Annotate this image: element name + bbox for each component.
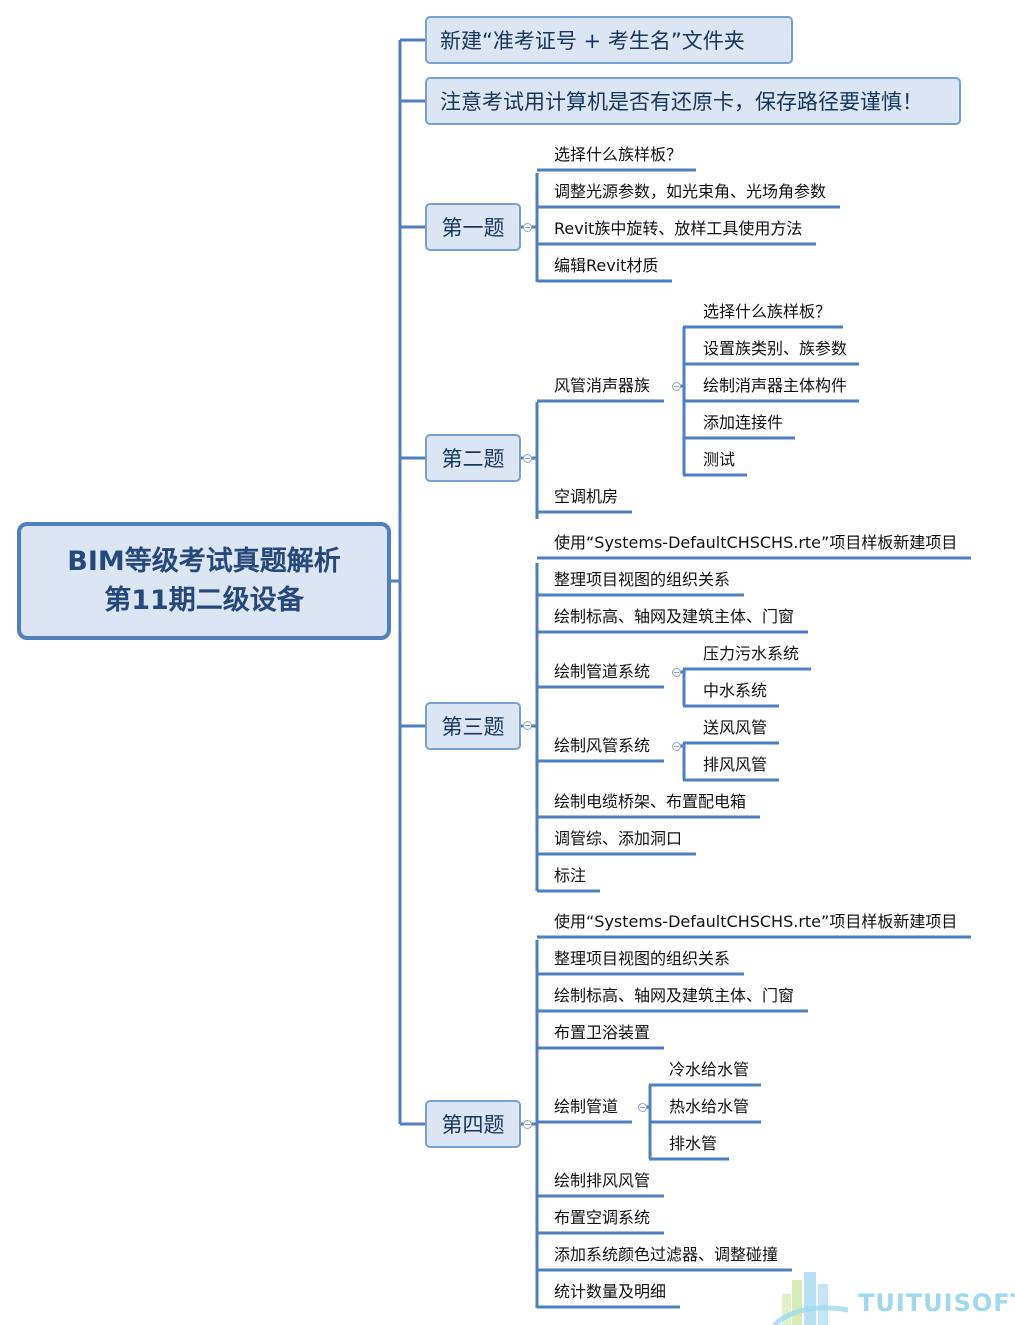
q4-collapse-icon[interactable] bbox=[523, 1120, 532, 1129]
topic-q1[interactable]: 第一题 bbox=[425, 203, 521, 251]
q3-pipe-group[interactable]: 绘制管道系统 bbox=[554, 662, 651, 681]
q3-item[interactable]: 调管综、添加洞口 bbox=[554, 829, 683, 848]
q3-collapse-icon[interactable] bbox=[523, 721, 532, 730]
q4-pipe-item[interactable]: 冷水给水管 bbox=[669, 1060, 750, 1079]
q4-pipe-item[interactable]: 热水给水管 bbox=[669, 1097, 750, 1116]
root-title-line2: 第11期二级设备 bbox=[104, 585, 304, 616]
q2-group-item[interactable]: 绘制消声器主体构件 bbox=[703, 376, 848, 395]
q2-group[interactable]: 风管消声器族 bbox=[554, 376, 651, 395]
q2-group-item[interactable]: 选择什么族样板？ bbox=[703, 302, 832, 321]
q2-group-collapse-icon[interactable] bbox=[672, 382, 681, 391]
q2-collapse-icon[interactable] bbox=[523, 454, 532, 463]
q2-group-item[interactable]: 测试 bbox=[703, 450, 736, 469]
q2-item-last[interactable]: 空调机房 bbox=[554, 487, 619, 506]
q3-item[interactable]: 绘制标高、轴网及建筑主体、门窗 bbox=[554, 607, 795, 626]
q4-item[interactable]: 使用“Systems-DefaultCHSCHS.rte”项目样板新建项目 bbox=[554, 912, 958, 931]
q4-item[interactable]: 布置卫浴装置 bbox=[554, 1023, 651, 1042]
topic-q4[interactable]: 第四题 bbox=[425, 1100, 521, 1148]
q3-pipe-item[interactable]: 压力污水系统 bbox=[703, 644, 800, 663]
q4-item[interactable]: 添加系统颜色过滤器、调整碰撞 bbox=[554, 1245, 779, 1264]
watermark-text: TUITUISOFT bbox=[858, 1289, 1015, 1317]
topic-q2[interactable]: 第二题 bbox=[425, 434, 521, 482]
q2-group-item[interactable]: 设置族类别、族参数 bbox=[703, 339, 848, 358]
q3-item[interactable]: 使用“Systems-DefaultCHSCHS.rte”项目样板新建项目 bbox=[554, 533, 958, 552]
q1-item[interactable]: 调整光源参数，如光束角、光场角参数 bbox=[554, 182, 827, 201]
q4-pipe-collapse-icon[interactable] bbox=[638, 1103, 647, 1112]
q3-item[interactable]: 整理项目视图的组织关系 bbox=[554, 570, 731, 589]
q3-item[interactable]: 绘制电缆桥架、布置配电箱 bbox=[554, 792, 747, 811]
q1-item[interactable]: 选择什么族样板？ bbox=[554, 145, 683, 164]
q4-item[interactable]: 绘制标高、轴网及建筑主体、门窗 bbox=[554, 986, 795, 1005]
root-title-line1: BIM等级考试真题解析 bbox=[67, 545, 341, 577]
topic-q3[interactable]: 第三题 bbox=[425, 702, 521, 750]
q3-duct-item[interactable]: 排风风管 bbox=[703, 755, 768, 774]
q3-pipe-collapse-icon[interactable] bbox=[672, 668, 681, 677]
q3-duct-item[interactable]: 送风风管 bbox=[703, 718, 768, 737]
q1-item[interactable]: 编辑Revit材质 bbox=[554, 256, 659, 275]
q2-group-item[interactable]: 添加连接件 bbox=[703, 413, 784, 432]
note-new-folder[interactable]: 新建“准考证号 + 考生名”文件夹 bbox=[425, 16, 793, 64]
q3-item[interactable]: 标注 bbox=[554, 866, 587, 885]
q4-pipe-item[interactable]: 排水管 bbox=[669, 1134, 718, 1153]
q3-duct-collapse-icon[interactable] bbox=[672, 742, 681, 751]
q4-pipe-group[interactable]: 绘制管道 bbox=[554, 1097, 619, 1116]
root-topic[interactable]: BIM等级考试真题解析 第11期二级设备 bbox=[17, 522, 391, 640]
q4-item[interactable]: 整理项目视图的组织关系 bbox=[554, 949, 731, 968]
q4-item[interactable]: 绘制排风风管 bbox=[554, 1171, 651, 1190]
q3-duct-group[interactable]: 绘制风管系统 bbox=[554, 736, 651, 755]
q4-item[interactable]: 统计数量及明细 bbox=[554, 1282, 667, 1301]
q1-item[interactable]: Revit族中旋转、放样工具使用方法 bbox=[554, 219, 803, 238]
tuituisoft-logo-icon bbox=[772, 1272, 849, 1325]
note-save-path[interactable]: 注意考试用计算机是否有还原卡，保存路径要谨慎！ bbox=[425, 77, 961, 125]
q3-pipe-item[interactable]: 中水系统 bbox=[703, 681, 768, 700]
q4-item[interactable]: 布置空调系统 bbox=[554, 1208, 651, 1227]
q1-collapse-icon[interactable] bbox=[523, 223, 532, 232]
